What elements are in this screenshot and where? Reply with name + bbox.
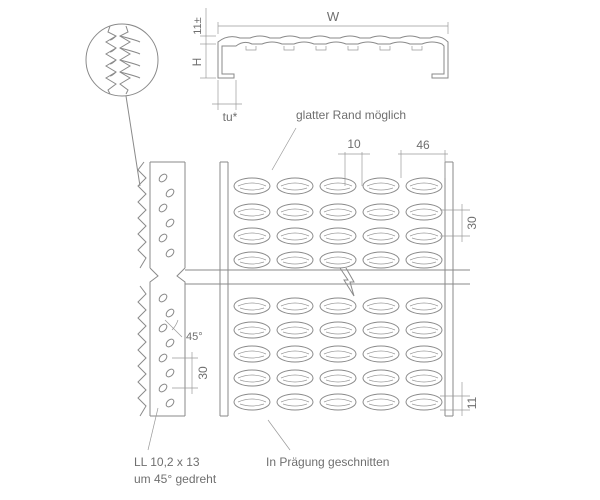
slot <box>362 297 400 315</box>
slot <box>233 251 271 269</box>
edge-dim-label: 11 <box>465 396 479 409</box>
slot <box>362 227 400 245</box>
width-label: W <box>327 9 340 24</box>
slot <box>276 297 314 315</box>
slot <box>405 345 443 363</box>
dim-slot-width: 10 <box>338 137 370 186</box>
slot <box>319 369 357 387</box>
slot <box>362 251 400 269</box>
slot <box>276 203 314 221</box>
dim-width: W <box>217 9 449 34</box>
slot <box>276 251 314 269</box>
dim-height: 11± H <box>190 8 216 79</box>
slot <box>319 321 357 339</box>
slot <box>405 369 443 387</box>
dim-pitch-x: 46 <box>398 138 448 178</box>
detail-circle <box>85 23 159 187</box>
slot <box>233 321 271 339</box>
slot <box>405 177 443 195</box>
slot <box>276 227 314 245</box>
hole-pitch-label: 30 <box>196 366 210 380</box>
slot <box>362 369 400 387</box>
slot <box>276 321 314 339</box>
slot <box>405 227 443 245</box>
slot <box>276 177 314 195</box>
slot <box>319 251 357 269</box>
pitch-x-label: 46 <box>416 138 430 152</box>
slot <box>233 297 271 315</box>
slot-width-label: 10 <box>347 137 361 151</box>
slot <box>405 297 443 315</box>
height-label: H <box>190 58 204 67</box>
slot <box>319 177 357 195</box>
angle-label: 45° <box>186 331 203 343</box>
slot <box>233 227 271 245</box>
slot <box>276 345 314 363</box>
slot <box>233 203 271 221</box>
slot <box>362 345 400 363</box>
dim-pitch-y: 30 <box>440 204 479 242</box>
slot <box>233 177 271 195</box>
slot <box>319 393 357 411</box>
slot <box>362 177 400 195</box>
slot <box>405 203 443 221</box>
slot <box>319 227 357 245</box>
slot <box>233 393 271 411</box>
slot <box>233 369 271 387</box>
cut-note-label: In Prägung geschnitten <box>266 455 389 469</box>
tu-label: tu* <box>223 110 238 124</box>
embossing-height-label: 11± <box>192 17 204 34</box>
slot <box>362 393 400 411</box>
cut-leader <box>267 419 291 451</box>
hole-size-label: LL 10,2 x 13 <box>134 455 200 469</box>
front-view <box>185 161 470 417</box>
slot <box>405 251 443 269</box>
smooth-edge-label: glatter Rand möglich <box>296 108 406 122</box>
profile-section <box>217 35 449 79</box>
slot <box>405 393 443 411</box>
smooth-edge-leader <box>271 127 297 171</box>
hole-leader <box>147 407 159 451</box>
slot <box>362 203 400 221</box>
slot <box>362 321 400 339</box>
slot <box>276 393 314 411</box>
slot <box>233 345 271 363</box>
slot <box>405 321 443 339</box>
pitch-y-label: 30 <box>465 216 479 230</box>
hole-rotation-label: um 45° gedreht <box>134 472 217 486</box>
slot <box>319 203 357 221</box>
slot <box>319 297 357 315</box>
angle-annotation: 45° <box>164 319 203 343</box>
dim-hole-pitch: 30 <box>172 352 210 394</box>
slot <box>276 369 314 387</box>
dim-edge: 11 <box>440 382 479 416</box>
side-profile <box>137 161 186 417</box>
slot <box>319 345 357 363</box>
dim-tu: tu* <box>212 80 242 124</box>
slot-grid <box>233 177 443 411</box>
